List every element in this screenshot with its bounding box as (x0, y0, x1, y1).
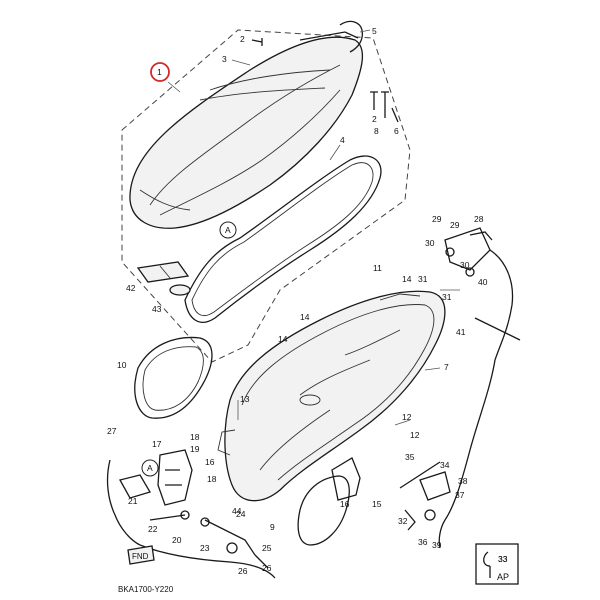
lock-assembly-lower (399, 461, 451, 531)
part-label: 16 (340, 499, 350, 509)
part-label: 30 (425, 238, 435, 248)
part-label: 28 (474, 214, 484, 224)
part-label: 12 (402, 412, 412, 422)
drawing-code: BKA1700-Y220 (118, 585, 174, 594)
seat-lock-cable (339, 20, 364, 53)
part-label: 2 (240, 34, 245, 44)
part-label: 14 (278, 334, 288, 344)
part-label: 41 (456, 327, 466, 337)
part-label: 15 (372, 499, 382, 509)
part-label: 29 (432, 214, 442, 224)
part-label: 7 (444, 362, 449, 372)
leader-lines (167, 29, 460, 426)
ref-a-lower-label: A (147, 463, 153, 473)
emblem-fnd: FND (127, 545, 155, 565)
part-label: 34 (440, 460, 450, 470)
part-label: 10 (117, 360, 127, 370)
lock-cable-40 (489, 249, 514, 361)
part-label: 40 (478, 277, 488, 287)
part-label: 31 (442, 292, 452, 302)
part-label: 33 (498, 554, 508, 564)
part-label: 36 (418, 537, 428, 547)
part-label: 44 (232, 506, 242, 516)
part-label: 11 (373, 263, 382, 273)
part-label: 17 (152, 439, 162, 449)
part-label: 14 (300, 312, 310, 322)
part-label: 30 (460, 260, 470, 270)
link-parts (200, 517, 269, 569)
part-label: 14 (402, 274, 412, 284)
part-label: 16 (205, 457, 215, 467)
part-label: 26 (238, 566, 248, 576)
latch-group (106, 449, 276, 579)
part-label: 6 (394, 126, 399, 136)
part-label: 2 (372, 114, 377, 124)
seat-group-boundary (121, 29, 411, 363)
seal-strip (184, 155, 382, 323)
part-label: 43 (152, 304, 162, 314)
part-label: 37 (455, 490, 465, 500)
part-label: 23 (200, 543, 210, 553)
bracket-16 (331, 457, 361, 501)
note-label: AP (497, 572, 509, 582)
part-label: 18 (207, 474, 217, 484)
mat (134, 336, 213, 419)
pad-43 (169, 284, 191, 296)
long-cable (438, 359, 496, 549)
part-label: 18 (190, 432, 200, 442)
note-symbol-number: 33 (498, 554, 508, 564)
part-label: 39 (432, 540, 442, 550)
part-label: 19 (190, 444, 200, 454)
part-label: 26 (262, 563, 272, 573)
part-label: 24 (236, 509, 246, 519)
part-labels: 1 2 2 3 4 5 6 7 8 9 10 11 12 12 13 14 14… (107, 26, 508, 576)
lock-cable-41 (474, 317, 521, 341)
part-label: 35 (405, 452, 415, 462)
part-label: 31 (418, 274, 428, 284)
plate-42 (136, 261, 190, 283)
ref-a-lower (141, 459, 159, 477)
part-label: 22 (148, 524, 158, 534)
part-label: 38 (458, 476, 468, 486)
part-label: 32 (398, 516, 408, 526)
note-box: 33 AP (475, 543, 519, 585)
part-label: 13 (240, 394, 250, 404)
seat-bolts (251, 38, 399, 123)
part-label: 29 (450, 220, 460, 230)
emblem-text: FND (132, 552, 149, 561)
part-label: 5 (372, 26, 377, 36)
lock-assembly-upper (444, 227, 493, 277)
storage-box (217, 290, 446, 502)
part-label: 12 (410, 430, 420, 440)
part-label: 42 (126, 283, 136, 293)
part-label: 4 (340, 135, 345, 145)
ref-a-upper-label: A (225, 225, 231, 235)
part-label: 27 (107, 426, 117, 436)
highlight-part-1 (150, 62, 170, 82)
panel-9 (297, 475, 350, 546)
part-label: 8 (374, 126, 379, 136)
part-label: 21 (128, 496, 138, 506)
part-label: 3 (222, 54, 227, 64)
part-label: 1 (157, 67, 162, 77)
part-label: 20 (172, 535, 182, 545)
part-label: 9 (270, 522, 275, 532)
part-label: 25 (262, 543, 272, 553)
ref-a-upper (219, 221, 237, 239)
seat (129, 31, 364, 229)
